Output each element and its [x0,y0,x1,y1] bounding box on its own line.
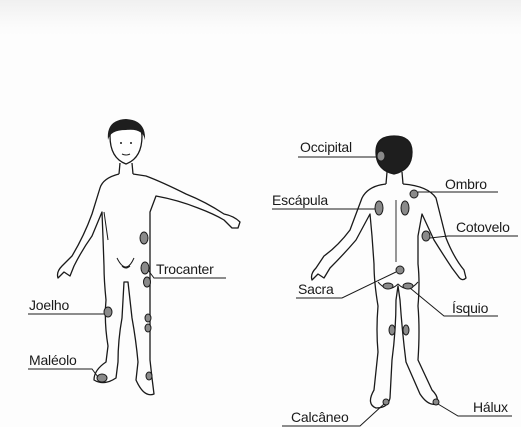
label-halux: Hálux [473,399,508,415]
back-knee-point-right [403,325,409,335]
label-trocanter: Trocanter [156,261,214,277]
trocanter-point-lower [144,277,151,287]
escapula-point-left [375,201,383,215]
front-leg-point-2 [145,324,151,332]
label-calcaneo: Calcâneo [291,409,349,425]
label-ombro: Ombro [445,176,487,192]
label-occipital: Occipital [300,139,352,155]
occipital-point [377,151,385,161]
escapula-point-right [401,201,409,215]
joelho-point [104,307,112,317]
label-isquio: Ísquio [452,300,488,316]
front-ankle-point [146,372,152,380]
front-leg-point [145,314,151,322]
isquio-point-left [383,283,393,289]
ombro-point [410,190,418,198]
maleolo-point [97,374,107,382]
maleolo-leader [28,369,98,377]
label-cotovelo: Cotovelo [456,219,510,235]
cotovelo-point [422,231,430,241]
front-body-figure [58,119,241,395]
cotovelo-leader [430,236,518,238]
trocanter-point [141,262,149,274]
isquio-point-right [403,283,413,289]
back-knee-point-left [389,325,395,335]
label-escapula: Escápula [272,192,328,208]
sacra-point [396,266,404,274]
label-sacra: Sacra [298,281,334,297]
back-body-figure [312,136,467,408]
label-maleolo: Maléolo [29,352,77,368]
front-hip-point [140,232,148,244]
label-joelho: Joelho [29,297,69,313]
